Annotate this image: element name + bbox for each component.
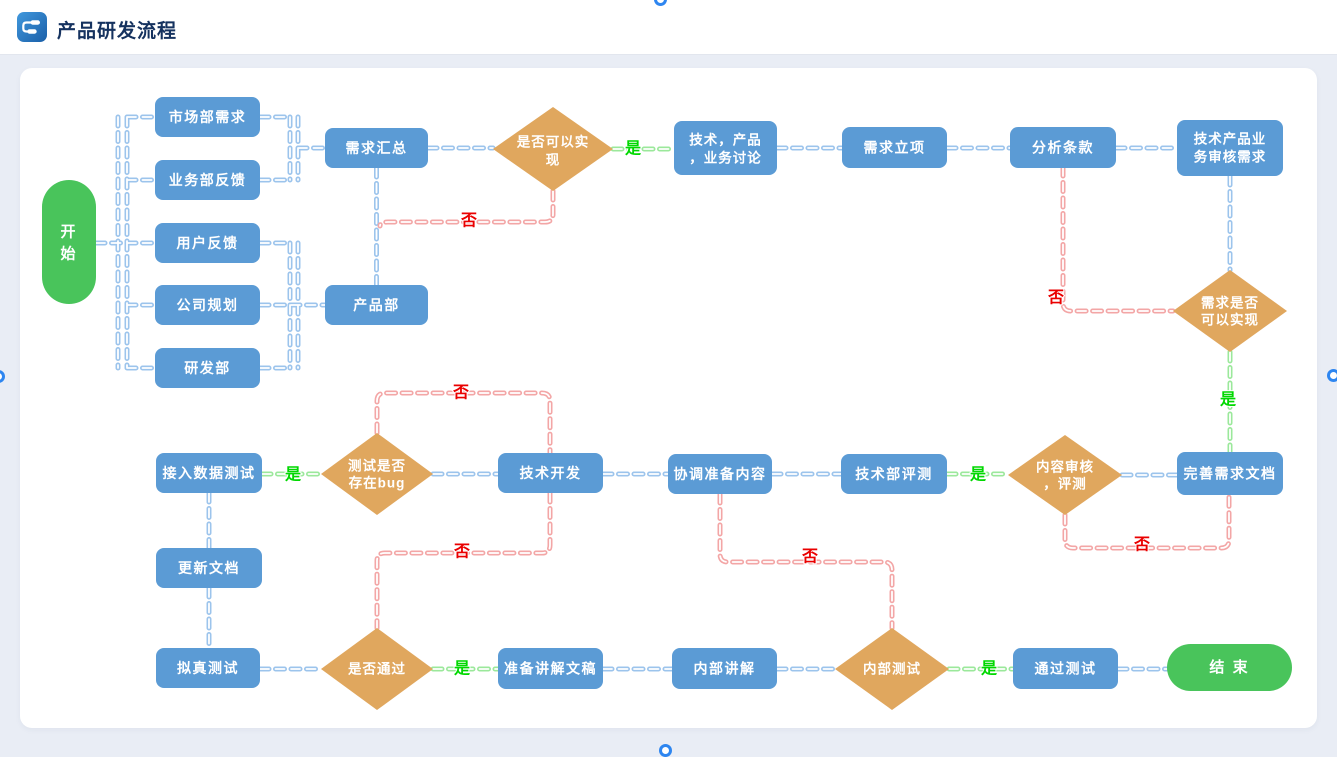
yes-label: 是 (284, 466, 301, 484)
node-coordinate-content[interactable]: 协调准备内容 (668, 454, 772, 494)
node-label: 始 (60, 245, 77, 263)
node-label: ，评测 (1043, 476, 1087, 492)
node-start[interactable]: 开 始 (42, 180, 96, 304)
node-label: 研发部 (184, 360, 231, 376)
flowchart-icon (17, 12, 47, 42)
yes-label: 是 (1219, 391, 1236, 409)
node-label: 公司规划 (177, 297, 239, 313)
node-prepare-presentation[interactable]: 准备讲解文稿 (498, 648, 603, 689)
node-label: 产品部 (353, 297, 400, 313)
node-analyze-terms[interactable]: 分析条款 (1010, 127, 1116, 168)
edges-normal[interactable] (93, 114, 1233, 672)
node-tech-audit-requirement[interactable]: 技术产品业 务审核需求 (1177, 120, 1283, 176)
node-project-approval[interactable]: 需求立项 (842, 127, 947, 168)
node-label: 协调准备内容 (674, 466, 767, 482)
node-label: 用户反馈 (177, 235, 239, 251)
node-label: 通过测试 (1035, 661, 1097, 677)
node-label: 内部讲解 (694, 661, 756, 677)
node-label: 分析条款 (1032, 140, 1094, 156)
no-label: 否 (453, 543, 470, 561)
node-pass-test[interactable]: 通过测试 (1013, 648, 1118, 689)
node-requirement-feasibility[interactable]: 需求是否 可以实现 (1173, 270, 1287, 352)
node-internal-lecture[interactable]: 内部讲解 (672, 648, 777, 689)
node-data-access-test[interactable]: 接入数据测试 (156, 453, 262, 493)
canvas-handle-right[interactable] (1327, 369, 1337, 382)
node-rnd-dept[interactable]: 研发部 (155, 348, 260, 388)
app-header: 产品研发流程 (0, 0, 1337, 55)
yes-label: 是 (969, 466, 986, 484)
node-label: 准备讲解文稿 (504, 661, 597, 677)
no-label: 否 (452, 384, 469, 402)
node-label: 存在bug (349, 475, 406, 491)
node-label: 可以实现 (1201, 312, 1259, 328)
node-label: 测试是否 (348, 458, 406, 474)
node-market-demand[interactable]: 市场部需求 (155, 97, 260, 137)
node-label: 拟真测试 (177, 660, 239, 676)
yes-label: 是 (624, 140, 641, 158)
edge-labels: 是 是 是 是 是 是 否 否 否 否 否 否 (283, 139, 1237, 679)
node-pass-check[interactable]: 是否通过 (321, 628, 433, 710)
node-label: 技术产品业 (1194, 131, 1267, 147)
node-label: 开 (60, 224, 77, 241)
edges-no-core (376, 166, 1230, 629)
node-label: 务审核需求 (1194, 149, 1267, 165)
edges-no[interactable] (374, 164, 1232, 631)
node-business-feedback[interactable]: 业务部反馈 (155, 160, 260, 200)
yes-label: 是 (980, 660, 997, 678)
node-tech-development[interactable]: 技术开发 (498, 453, 603, 493)
node-label: 内部测试 (863, 661, 921, 677)
node-label: 需求是否 (1201, 295, 1259, 311)
no-label: 否 (801, 548, 818, 566)
node-label: 是否通过 (348, 661, 406, 677)
canvas-handle-bottom[interactable] (659, 744, 672, 757)
node-end[interactable]: 结 束 (1167, 644, 1292, 691)
page-title: 产品研发流程 (57, 21, 178, 42)
node-label: 技术，产品 (689, 132, 762, 148)
node-label: 业务部反馈 (169, 172, 247, 188)
canvas-handle-left[interactable] (0, 370, 5, 383)
node-label: 技术开发 (520, 465, 582, 481)
node-label: 结 束 (1209, 658, 1249, 676)
node-label: ，业务讨论 (689, 150, 762, 166)
node-bug-test-check[interactable]: 测试是否 存在bug (321, 433, 433, 515)
node-label: 需求立项 (864, 140, 926, 156)
node-product-dept[interactable]: 产品部 (325, 285, 428, 325)
node-label: 完善需求文档 (1184, 466, 1277, 482)
node-internal-test[interactable]: 内部测试 (835, 628, 949, 710)
edges-yes[interactable] (259, 146, 1233, 672)
edges-normal-core (95, 116, 1231, 670)
node-demand-summary[interactable]: 需求汇总 (325, 128, 428, 168)
node-label: 现 (546, 153, 561, 168)
edges-yes-core (261, 148, 1231, 670)
node-label: 需求汇总 (346, 140, 408, 156)
no-label: 否 (460, 212, 477, 230)
node-label: 是否可以实 (517, 134, 590, 150)
node-label: 技术部评测 (855, 466, 933, 482)
node-label: 更新文档 (178, 560, 240, 576)
node-simulation-test[interactable]: 拟真测试 (156, 648, 260, 688)
node-company-plan[interactable]: 公司规划 (155, 285, 260, 325)
no-label: 否 (1047, 289, 1064, 307)
node-label: 接入数据测试 (163, 465, 256, 481)
node-tech-dept-evaluation[interactable]: 技术部评测 (841, 454, 947, 494)
no-label: 否 (1133, 536, 1150, 554)
canvas-handle-top[interactable] (654, 0, 667, 6)
node-content-review[interactable]: 内容审核 ，评测 (1008, 435, 1122, 515)
node-update-doc[interactable]: 更新文档 (156, 548, 262, 588)
node-perfect-requirement-doc[interactable]: 完善需求文档 (1177, 452, 1283, 495)
node-tech-product-discussion[interactable]: 技术，产品 ，业务讨论 (674, 121, 777, 175)
node-label: 市场部需求 (169, 109, 247, 125)
node-label: 内容审核 (1036, 459, 1094, 475)
node-feasibility-check[interactable]: 是否可以实 现 (493, 107, 613, 191)
yes-label: 是 (453, 660, 470, 678)
node-user-feedback[interactable]: 用户反馈 (155, 223, 260, 263)
